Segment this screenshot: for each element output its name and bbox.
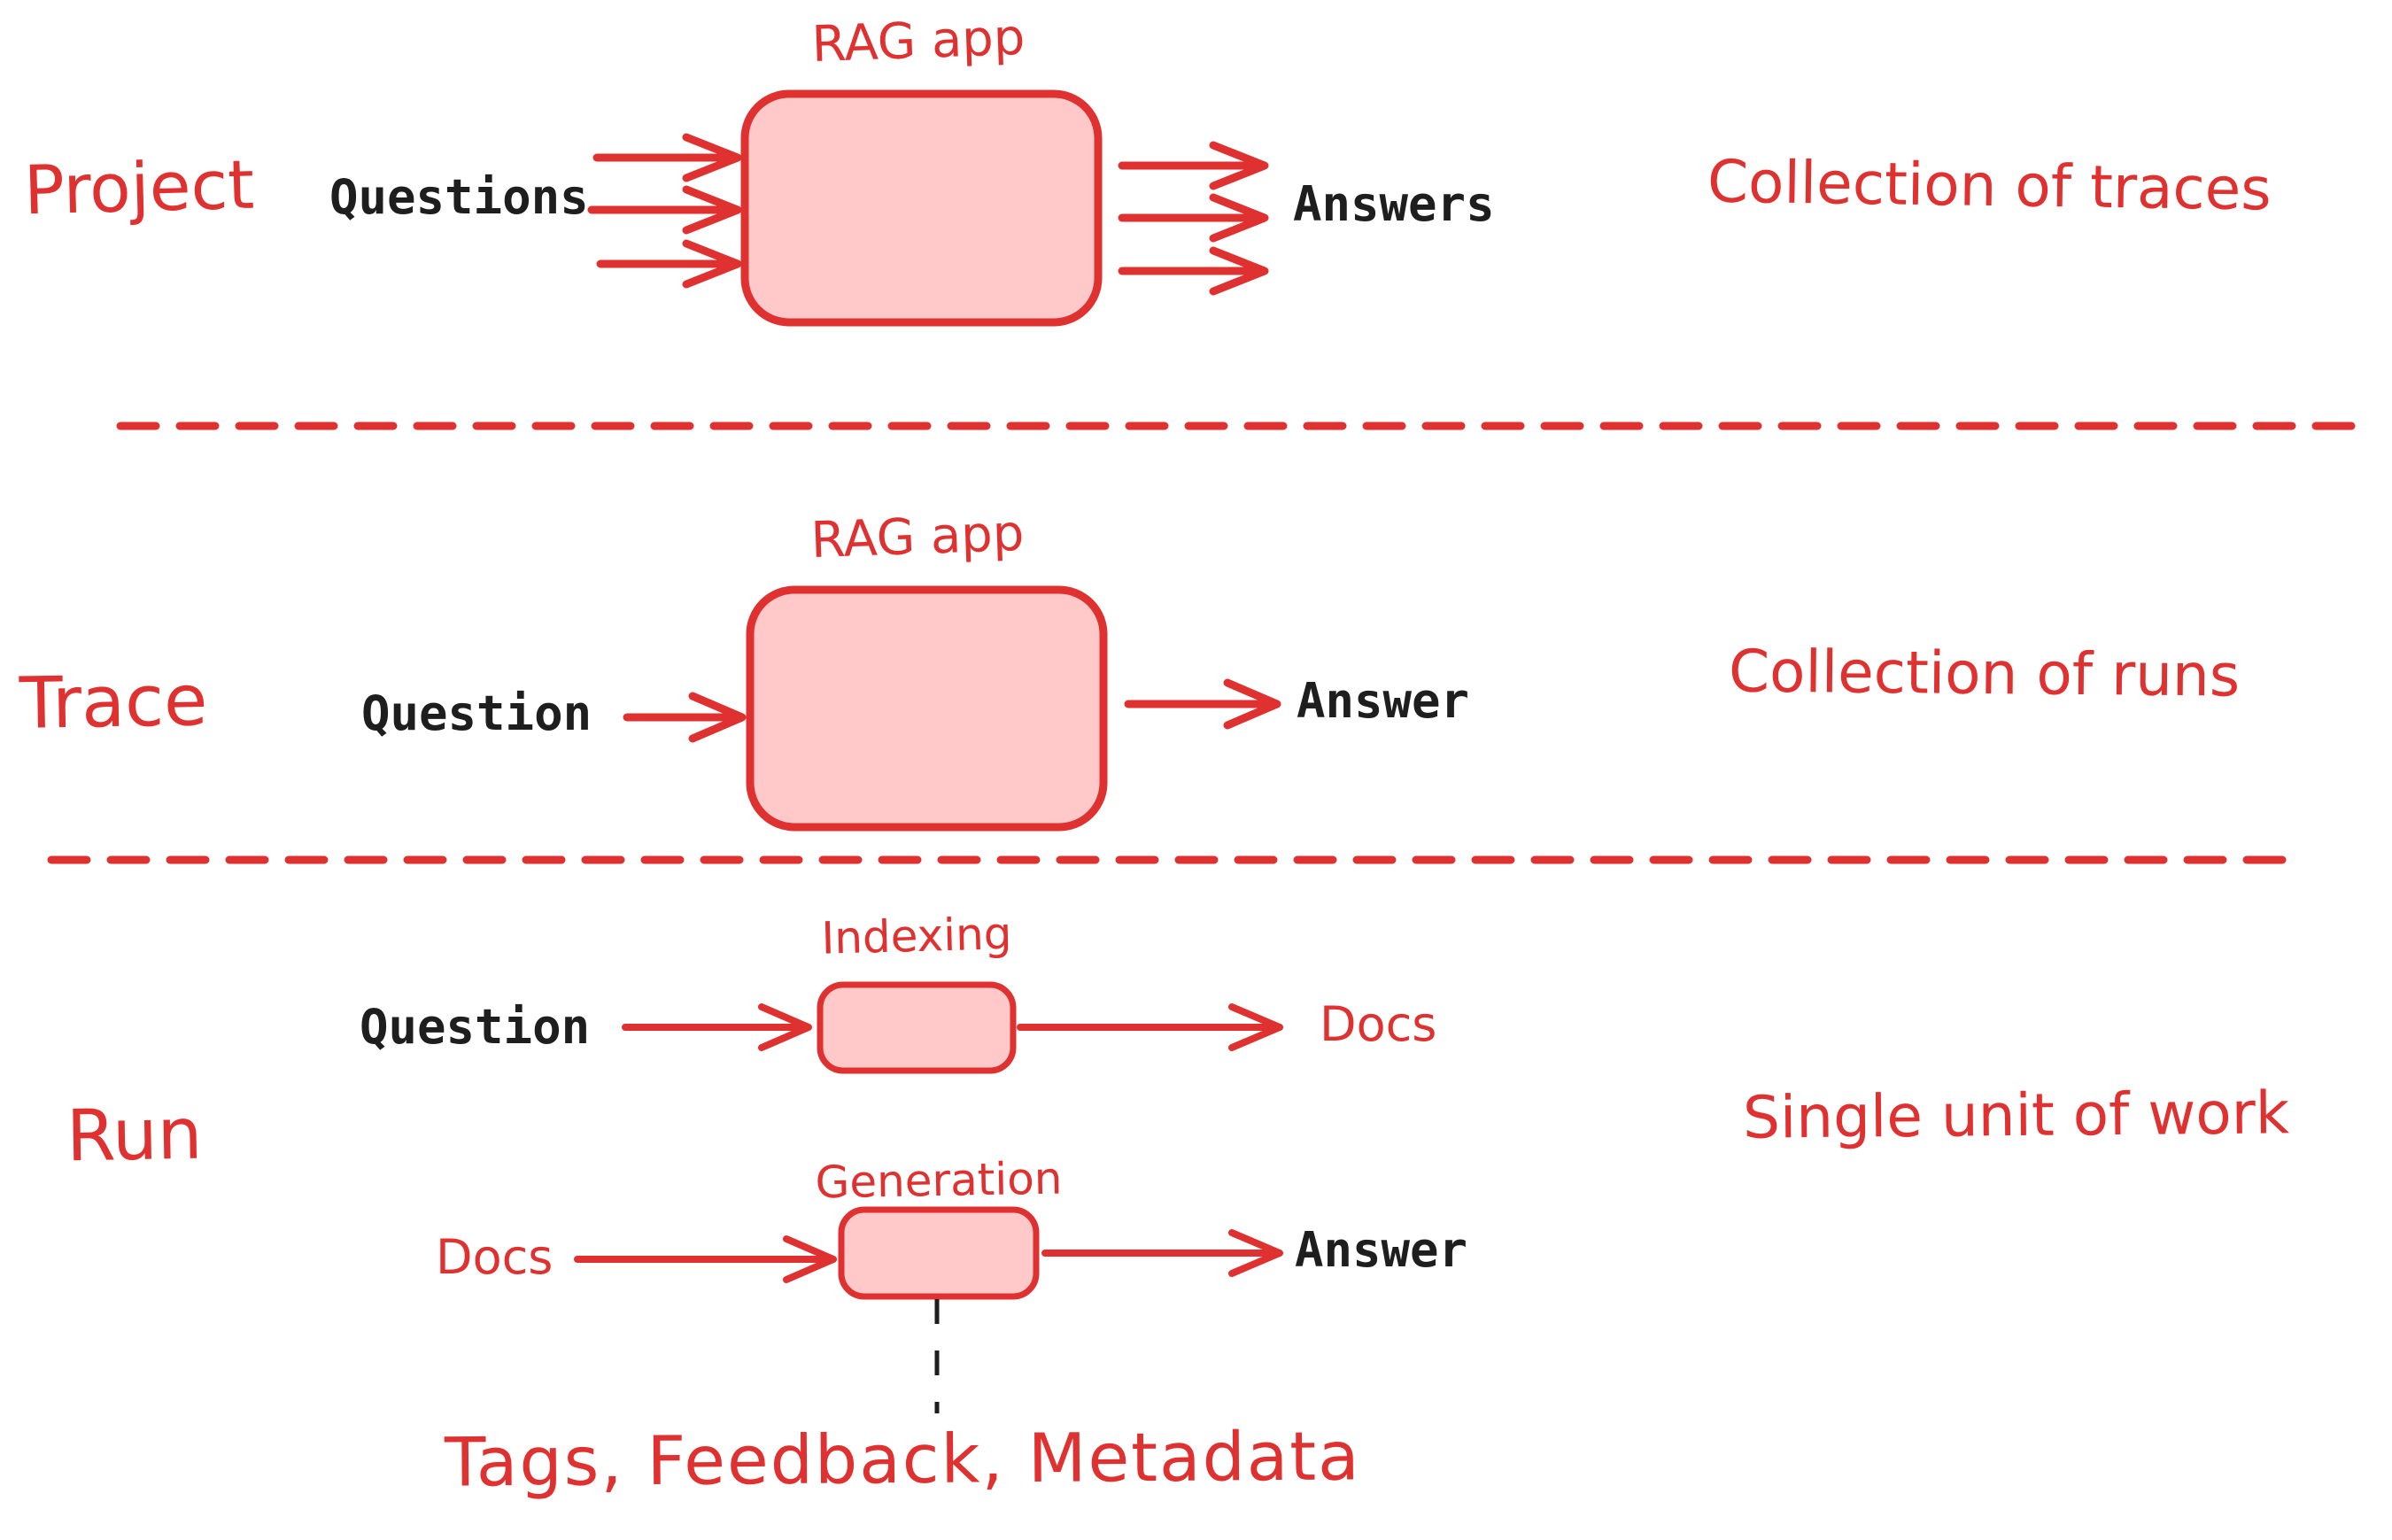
run-description: Single unit of work — [1742, 1079, 2290, 1152]
project-output-label: Answers — [1293, 176, 1495, 232]
run-indexing-input-arrow — [622, 1003, 812, 1051]
project-input-label: Questions — [329, 169, 589, 225]
run-annotation: Tags, Feedback, Metadata — [444, 1416, 1362, 1502]
run-generation-input-label: Docs — [436, 1229, 553, 1285]
project-output-arrow-2 — [1118, 193, 1269, 243]
trace-description: Collection of runs — [1728, 637, 2241, 710]
trace-output-label: Answer — [1297, 673, 1470, 729]
trace-label: Trace — [19, 659, 209, 745]
project-description: Collection of traces — [1707, 147, 2272, 224]
project-input-arrow-3 — [596, 239, 742, 289]
run-indexing-output-label: Docs — [1320, 996, 1437, 1052]
project-input-arrow-1 — [592, 133, 742, 182]
project-input-arrow-2 — [587, 185, 742, 235]
run-generation-output-arrow — [1041, 1229, 1283, 1277]
trace-input-label: Question — [361, 685, 592, 741]
run-generation-input-arrow — [574, 1235, 837, 1283]
trace-box-label: RAG app — [809, 504, 1026, 570]
trace-output-arrow — [1124, 678, 1281, 730]
project-box-label: RAG app — [810, 8, 1026, 74]
project-output-arrow-1 — [1118, 141, 1269, 190]
run-label: Run — [66, 1092, 204, 1178]
trace-input-arrow — [623, 692, 747, 743]
run-indexing-box-label: Indexing — [820, 908, 1013, 964]
project-label: Project — [22, 144, 256, 230]
run-generation-box — [838, 1206, 1040, 1300]
trace-rag-app-box — [746, 585, 1108, 832]
run-indexing-box — [817, 981, 1017, 1074]
run-generation-output-label: Answer — [1295, 1222, 1468, 1278]
run-indexing-output-arrow — [1017, 1003, 1283, 1051]
project-output-arrow-3 — [1118, 246, 1269, 296]
run-generation-box-label: Generation — [815, 1152, 1063, 1209]
run-indexing-input-label: Question — [360, 999, 591, 1055]
project-rag-app-box — [740, 89, 1103, 327]
